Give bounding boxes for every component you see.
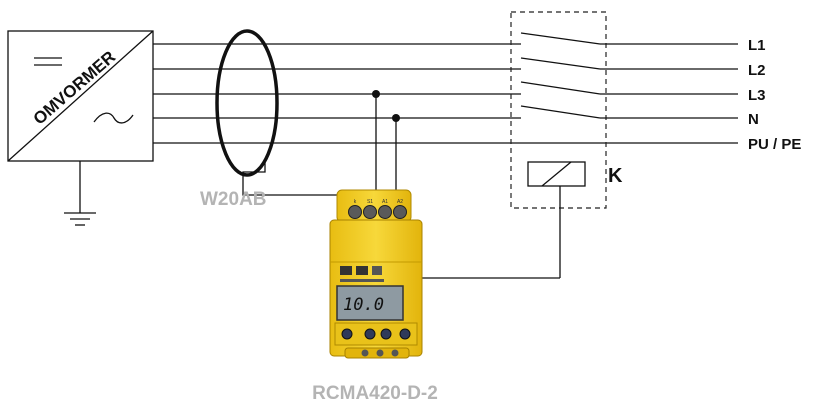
monitor-model-label: RCMA420-D-2 — [312, 383, 438, 404]
brand-logo-3 — [372, 266, 382, 275]
device-button-4 — [399, 328, 411, 340]
junction-dot-n — [392, 114, 400, 122]
terminal-label-3: A1 — [382, 199, 388, 205]
contactor-enclosure — [510, 11, 607, 209]
brand-logo-1 — [340, 266, 352, 275]
bottom-screw-2 — [376, 349, 384, 357]
terminal-screw-3 — [378, 205, 392, 219]
conductor-label-l1: L1 — [748, 37, 766, 54]
lcd-value: 10.0 — [343, 295, 384, 315]
voltage-taps — [375, 94, 397, 205]
bottom-screw-1 — [361, 349, 369, 357]
terminal-screw-2 — [363, 205, 377, 219]
ac-symbol-wave — [93, 112, 134, 124]
terminal-screw-4 — [393, 205, 407, 219]
contactor-coil — [420, 161, 586, 279]
conductors-right — [600, 43, 738, 119]
button-panel — [334, 322, 418, 346]
current-transformer-label: W20AB — [200, 189, 267, 210]
ground-symbol — [64, 161, 96, 226]
switch-contact-1 — [520, 32, 601, 45]
switch-contact-3 — [520, 81, 601, 95]
contactor-label: K — [608, 165, 623, 187]
inverter: OMVORMER — [7, 30, 154, 162]
terminal-label-2: S1 — [367, 199, 373, 205]
rcma-device: k S1 A1 A2 10.0 — [329, 189, 423, 359]
bottom-screw-3 — [391, 349, 399, 357]
terminal-screw-1 — [348, 205, 362, 219]
junction-dot-l3 — [372, 90, 380, 98]
conductor-label-l3: L3 — [748, 87, 766, 104]
switch-contact-4 — [520, 105, 601, 119]
brand-text-strip — [340, 279, 384, 282]
conductor-label-n: N — [748, 111, 759, 128]
switch-contact-2 — [520, 57, 601, 70]
device-button-1 — [341, 328, 353, 340]
conductor-label-pe: PU / PE — [748, 136, 801, 153]
inverter-diagonal — [7, 30, 154, 162]
terminal-label-1: k — [354, 199, 357, 205]
device-button-2 — [364, 328, 376, 340]
conductors-left — [153, 43, 738, 144]
brand-logo-2 — [356, 266, 368, 275]
device-button-3 — [380, 328, 392, 340]
current-transformer-ring — [215, 29, 279, 177]
lcd-display — [336, 285, 404, 321]
terminal-label-4: A2 — [397, 199, 403, 205]
conductor-label-l2: L2 — [748, 62, 766, 79]
contactor-switches — [520, 32, 601, 119]
